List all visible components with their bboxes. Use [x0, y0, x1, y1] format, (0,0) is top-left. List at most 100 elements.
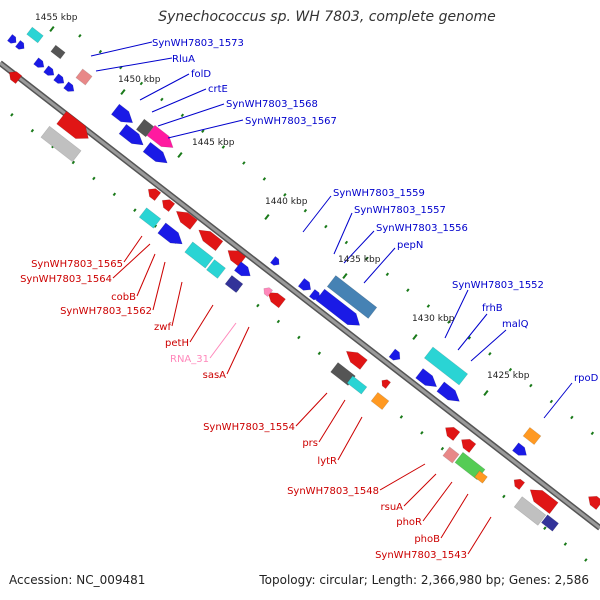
genome-summary-text: Topology: circular; Length: 2,366,980 bp… — [259, 573, 589, 587]
tick-mark-outer — [324, 224, 328, 229]
gene-arrow-reverse — [345, 350, 368, 370]
scale-label-1425: 1425 kbp — [487, 371, 530, 381]
leader-line — [302, 195, 332, 233]
gene-label-fold[interactable]: folD — [191, 69, 211, 80]
tick-mark-outer — [344, 240, 349, 245]
accession-text: Accession: NC_009481 — [9, 573, 146, 587]
gene-label-rna-31[interactable]: RNA_31 — [170, 354, 209, 365]
tick-mark-outer — [262, 177, 267, 181]
leader-line — [136, 253, 156, 297]
gene-label-pepn[interactable]: pepN — [397, 240, 423, 251]
gene-box-cyan — [206, 259, 226, 279]
gene-label-sasa[interactable]: sasA — [203, 370, 227, 381]
gene-label-phob[interactable]: phoB — [414, 534, 440, 545]
tick-mark-inner — [92, 176, 96, 181]
tick-mark-inner — [420, 431, 424, 435]
tick-mark-outer — [488, 352, 492, 356]
gene-label-rsua[interactable]: rsuA — [381, 502, 404, 513]
gene-features — [6, 26, 600, 532]
gene-label-malq[interactable]: malQ — [502, 319, 529, 330]
gene-label-synwh7803-1573[interactable]: SynWH7803_1573 — [152, 38, 244, 49]
gene-arrow-forward — [110, 103, 134, 124]
gene-label-synwh7803-1568[interactable]: SynWH7803_1568 — [226, 99, 318, 110]
gene-arrow-forward — [6, 33, 17, 44]
tick-mark-outer — [283, 193, 287, 197]
gene-label-peth[interactable]: petH — [165, 338, 189, 349]
gene-arrow-reverse — [56, 110, 89, 139]
gene-arrow-forward — [146, 124, 174, 148]
gene-label-synwh7803-1559[interactable]: SynWH7803_1559 — [333, 188, 425, 199]
scale-label-1455: 1455 kbp — [35, 13, 78, 23]
gene-label-rpod[interactable]: rpoD — [574, 373, 599, 384]
forward-gene-labels: SynWH7803_1573 RluA folD crtE SynWH7803_… — [152, 38, 599, 384]
leader-line — [363, 247, 396, 284]
gene-box-cyan — [423, 346, 469, 386]
tick-mark-outer — [426, 304, 431, 308]
tick-mark-inner — [317, 351, 322, 356]
scale-label-1445: 1445 kbp — [192, 138, 235, 148]
gene-label-synwh7803-1567[interactable]: SynWH7803_1567 — [245, 116, 337, 127]
leader-line — [226, 326, 250, 375]
gene-label-synwh7803-1562[interactable]: SynWH7803_1562 — [60, 306, 152, 317]
leader-line — [422, 481, 453, 522]
leader-line — [403, 473, 437, 507]
gene-label-synwh7803-1552[interactable]: SynWH7803_1552 — [452, 280, 544, 291]
leader-line — [209, 322, 237, 359]
gene-label-prs[interactable]: prs — [302, 438, 318, 449]
leader-line — [337, 416, 363, 461]
gene-label-synwh7803-1548[interactable]: SynWH7803_1548 — [287, 486, 379, 497]
rna-gene-labels: RNA_31 — [170, 354, 209, 365]
gene-arrow-forward — [118, 123, 144, 146]
leader-line — [333, 212, 353, 255]
gene-arrow-forward — [511, 442, 527, 456]
tick-mark-outer — [365, 256, 369, 261]
gene-label-synwh7803-1565[interactable]: SynWH7803_1565 — [31, 259, 123, 270]
gene-arrow-reverse — [588, 495, 600, 511]
gene-label-synwh7803-1554[interactable]: SynWH7803_1554 — [203, 422, 295, 433]
tick-mark-inner — [502, 494, 506, 499]
gene-label-synwh7803-1543[interactable]: SynWH7803_1543 — [375, 550, 467, 561]
major-tick-mark — [264, 214, 270, 220]
tick-mark-outer — [385, 272, 390, 277]
tick-mark-outer — [303, 208, 308, 213]
tick-mark-outer — [221, 145, 226, 149]
tick-mark-outer — [78, 34, 82, 38]
gene-box-cyan — [138, 207, 162, 229]
tick-mark-outer — [508, 367, 513, 372]
leader-line — [171, 281, 183, 327]
tick-mark-inner — [10, 112, 14, 117]
gene-box-orange — [474, 470, 488, 484]
major-tick-mark — [49, 25, 55, 32]
major-tick-mark — [177, 152, 183, 158]
gene-box-grey — [513, 496, 547, 526]
gene-label-rlua[interactable]: RluA — [172, 54, 195, 65]
gene-label-synwh7803-1556[interactable]: SynWH7803_1556 — [376, 223, 468, 234]
gene-arrow-forward — [63, 81, 75, 92]
scale-labels: 1455 kbp 1450 kbp 1445 kbp 1440 kbp 1435… — [35, 13, 530, 381]
gene-label-phor[interactable]: phoR — [396, 517, 422, 528]
tick-mark-outer — [590, 431, 595, 436]
gene-box-navy — [224, 274, 244, 294]
leader-line — [167, 119, 244, 139]
tick-mark-outer — [549, 399, 554, 404]
tick-mark-outer — [406, 288, 410, 292]
gene-box-cyan — [346, 375, 368, 395]
gene-label-synwh7803-1557[interactable]: SynWH7803_1557 — [354, 205, 446, 216]
gene-label-lytr[interactable]: lytR — [317, 456, 337, 467]
gene-label-crte[interactable]: crtE — [208, 84, 228, 95]
gene-arrow-reverse — [529, 489, 559, 515]
gene-box-grey — [135, 118, 155, 138]
leader-line — [189, 304, 214, 343]
leader-line — [467, 516, 492, 555]
gene-label-cobb[interactable]: cobB — [111, 292, 136, 303]
tick-mark-outer — [98, 49, 103, 54]
gene-label-synwh7803-1564[interactable]: SynWH7803_1564 — [20, 274, 112, 285]
leader-line — [152, 261, 166, 311]
gene-label-frhb[interactable]: frhB — [482, 303, 503, 314]
tick-mark-outer — [201, 129, 205, 133]
tick-mark-inner — [563, 542, 568, 546]
gene-label-zwf[interactable]: zwf — [154, 322, 171, 333]
gene-box-cyan — [184, 241, 214, 269]
